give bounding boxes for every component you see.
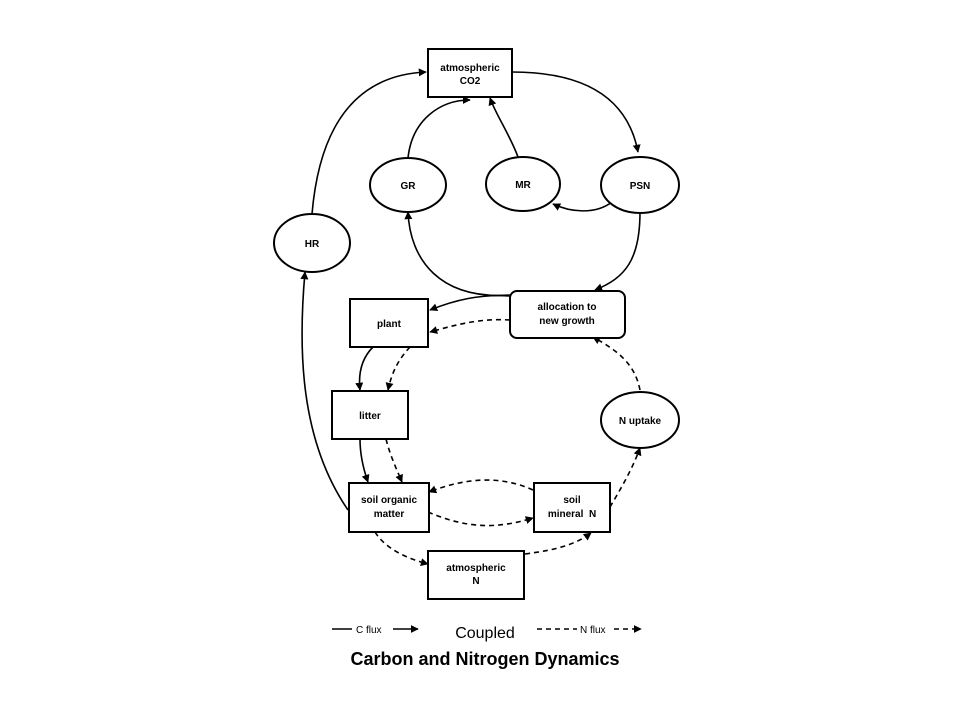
- arrow-hr-to-co2: [311, 68, 427, 215]
- arrow-co2-to-psn: [511, 71, 641, 153]
- arrow-soil-min-n-to-n-uptake: [609, 447, 642, 508]
- arrow-gr-to-co2: [407, 96, 471, 159]
- diagram-title: Carbon and Nitrogen Dynamics: [350, 649, 619, 669]
- node-label-line: atmospheric: [440, 63, 500, 74]
- arrow-n-uptake-to-allocation: [592, 336, 641, 391]
- arrow-allocation-to-plant: [429, 294, 511, 312]
- legend-n-flux-label: N flux: [580, 625, 606, 636]
- arrow-atm-n-to-soil-min-n: [524, 532, 592, 555]
- node-label-line: mineral N: [548, 509, 596, 520]
- node-label-line: litter: [359, 411, 381, 422]
- node-hr: HR: [273, 213, 351, 273]
- node-label-line: matter: [374, 509, 405, 520]
- node-label-line: soil: [563, 495, 580, 506]
- node-label-line: new growth: [539, 316, 595, 327]
- arrow-allocation-to-gr: [404, 211, 511, 297]
- node-label-line: CO2: [460, 76, 481, 87]
- arrow-plant-to-litter: [355, 346, 374, 391]
- arrow-som-to-hr: [300, 271, 349, 511]
- node-label-line: N uptake: [619, 416, 662, 427]
- arrow-mr-to-co2: [488, 97, 519, 158]
- c-flux-arrows: [300, 68, 641, 511]
- node-label-line: atmospheric: [446, 563, 506, 574]
- node-soil-organic-matter: soil organic matter: [348, 482, 430, 533]
- node-litter: litter: [331, 390, 409, 440]
- arrow-plant-to-litter-n: [385, 346, 411, 391]
- node-allocation-to-new-growth: allocation to new growth: [509, 290, 626, 339]
- arrow-litter-to-som: [359, 438, 370, 483]
- node-atmospheric-co2: atmospheric CO2: [427, 48, 513, 98]
- arrow-soil-min-n-to-som: [428, 479, 534, 494]
- legend-c-flux-label: C flux: [356, 625, 382, 636]
- arrow-som-to-soil-min-n: [427, 511, 534, 527]
- diagram-subtitle: Coupled: [455, 625, 515, 642]
- node-label-line: MR: [515, 180, 531, 191]
- arrow-psn-to-allocation: [594, 211, 641, 292]
- node-mr: MR: [485, 156, 561, 212]
- node-label-line: GR: [401, 181, 417, 192]
- n-flux-arrows: [374, 318, 642, 567]
- node-atmospheric-n: atmospheric N: [427, 550, 525, 600]
- node-soil-mineral-n: soil mineral N: [533, 482, 611, 533]
- node-label-line: HR: [305, 239, 320, 250]
- arrow-litter-to-som-n: [385, 438, 403, 483]
- node-label-line: soil organic: [361, 495, 418, 506]
- node-gr: GR: [369, 157, 447, 213]
- legend: C flux N flux: [332, 625, 642, 636]
- node-label-line: allocation to: [538, 302, 597, 313]
- node-label-line: plant: [377, 319, 402, 330]
- arrow-som-to-atm-n: [374, 531, 429, 567]
- arrow-psn-to-mr: [552, 201, 613, 212]
- arrow-allocation-to-plant-n: [429, 318, 511, 334]
- node-label-line: N: [472, 576, 479, 587]
- node-n-uptake: N uptake: [600, 391, 680, 449]
- node-psn: PSN: [600, 156, 680, 214]
- node-label-line: PSN: [630, 181, 651, 192]
- node-plant: plant: [349, 298, 429, 348]
